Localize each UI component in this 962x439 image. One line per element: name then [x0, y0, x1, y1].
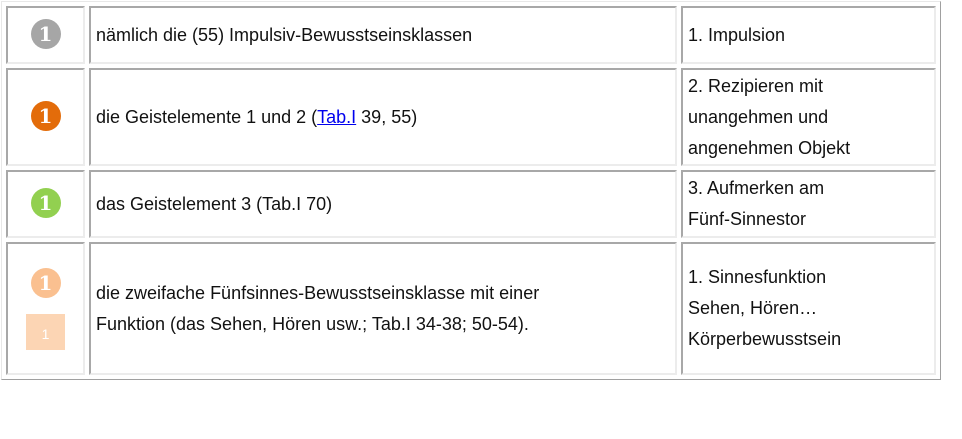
tab-i-link[interactable]: Tab.I — [317, 106, 357, 127]
description-cell: die zweifache Fünfsinnes-Bewusstseinskla… — [89, 242, 677, 375]
number-one-gray-icon: 1 — [30, 19, 61, 49]
icon-cell: 1 — [6, 170, 85, 238]
number-one-green-icon: 1 — [30, 188, 61, 218]
number-one-orange-icon: 1 — [30, 101, 61, 131]
icon-cell: 1 — [6, 68, 85, 166]
description-cell: nämlich die (55) Impulsiv-Bewusstseinskl… — [89, 6, 677, 64]
content-table: 1 nämlich die (55) Impulsiv-Bewusstseins… — [1, 1, 941, 380]
description-cell: die Geistelemente 1 und 2 (Tab.I 39, 55) — [89, 68, 677, 166]
icon-cell: 1 — [6, 6, 85, 64]
number-one-peach-icon: 1 — [30, 267, 61, 298]
table-row: 1 das Geistelement 3 (Tab.I 70) 3. Aufme… — [6, 170, 936, 238]
table-row: 1 die Geistelemente 1 und 2 (Tab.I 39, 5… — [6, 68, 936, 166]
table-row: 1 nämlich die (55) Impulsiv-Bewusstseins… — [6, 6, 936, 64]
number-one-square-icon: 1 — [26, 313, 65, 350]
function-cell: 1. Impulsion — [681, 6, 936, 64]
description-cell: das Geistelement 3 (Tab.I 70) — [89, 170, 677, 238]
